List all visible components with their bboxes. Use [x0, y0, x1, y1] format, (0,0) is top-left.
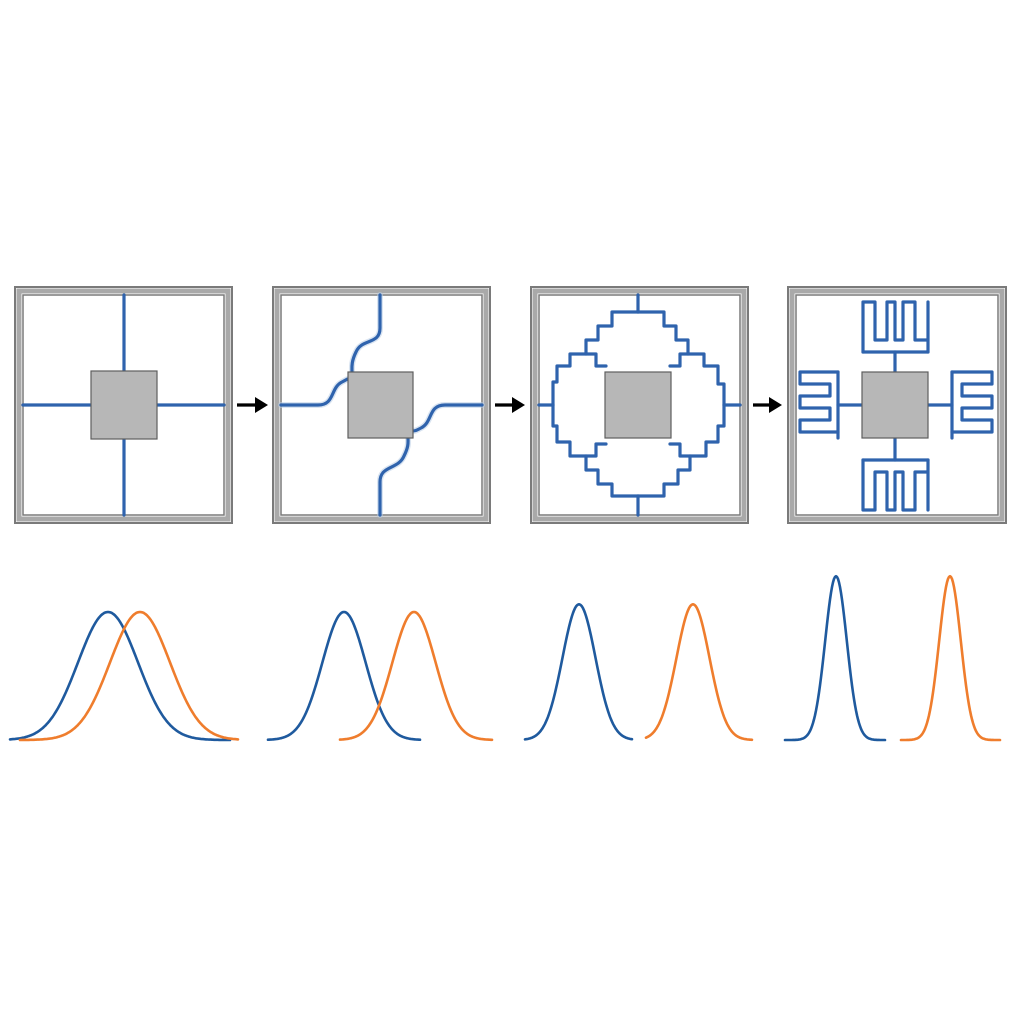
s-shaped-beams	[279, 293, 484, 517]
proof-mass	[861, 371, 929, 439]
proof-mass	[347, 371, 414, 439]
resonance-plot-1	[8, 610, 240, 742]
mode-a-curve	[783, 574, 887, 742]
right-arrow-icon	[753, 397, 782, 413]
resonance-plot-4	[783, 574, 1002, 742]
spring-beams	[21, 293, 226, 517]
frame-band	[532, 288, 747, 522]
mode-b-curve	[338, 610, 494, 742]
mode-b-curve	[899, 574, 1002, 742]
proof-mass	[90, 370, 158, 440]
mode-b-curve	[644, 603, 754, 742]
right-arrow-icon	[495, 397, 525, 413]
frame-band	[16, 288, 231, 522]
device-panel-2	[272, 286, 491, 524]
frame-band	[274, 288, 489, 522]
right-arrow-icon	[237, 397, 268, 413]
inner-frame	[795, 294, 999, 516]
resonance-curves	[8, 574, 1002, 742]
serpentine-springs	[798, 300, 994, 512]
resonance-plot-3	[523, 603, 754, 742]
mode-a-curve	[8, 610, 232, 742]
proof-mass	[604, 371, 672, 439]
folded-ring-springs	[537, 293, 742, 517]
device-panel-4	[787, 286, 1007, 524]
mode-a-curve	[266, 610, 422, 741]
mode-b-curve	[18, 610, 240, 742]
frame-band	[789, 288, 1005, 522]
mode-a-curve	[523, 603, 634, 741]
resonance-plot-2	[266, 610, 494, 742]
device-panel-3	[530, 286, 749, 524]
device-panel-1	[14, 286, 233, 524]
